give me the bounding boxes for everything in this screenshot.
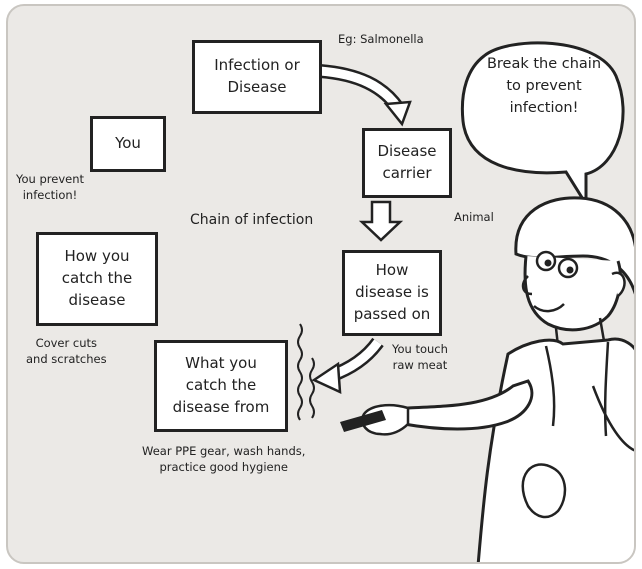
- box-how-you-catch: How you catch the disease: [36, 232, 158, 326]
- chain-of-infection-label: Chain of infection: [190, 212, 314, 228]
- wavy-line-2: [309, 357, 315, 419]
- speech-bubble-text: Break the chain to prevent infection!: [486, 56, 602, 116]
- box-infection-or-disease: Infection or Disease: [192, 40, 322, 114]
- arrow-carrier-to-passed: [358, 200, 404, 242]
- note-salmonella: Eg: Salmonella: [338, 32, 424, 46]
- marker-pen: [340, 410, 386, 432]
- note-ppe: Wear PPE gear, wash hands, practice good…: [142, 444, 306, 474]
- character-body: [476, 337, 634, 562]
- note-cover-cuts: Cover cuts and scratches: [26, 336, 107, 366]
- note-touch-raw-meat: You touch raw meat: [392, 342, 448, 372]
- character-hand-lower: [521, 463, 567, 519]
- box-you: You: [90, 116, 166, 172]
- character-hat: [514, 196, 634, 295]
- box-disease-carrier: Disease carrier: [362, 128, 452, 198]
- box-how-disease-passed: How disease is passed on: [342, 250, 442, 336]
- box-what-you-catch: What you catch the disease from: [154, 340, 288, 432]
- diagram-board: Infection or Disease Disease carrier How…: [6, 4, 636, 564]
- speech-bubble: [460, 41, 625, 210]
- character-arm: [402, 379, 534, 431]
- note-animal: Animal: [454, 210, 494, 224]
- diagram-drawing: [297, 41, 634, 562]
- note-you-prevent: You prevent infection!: [16, 172, 85, 202]
- wavy-line-1: [297, 323, 303, 421]
